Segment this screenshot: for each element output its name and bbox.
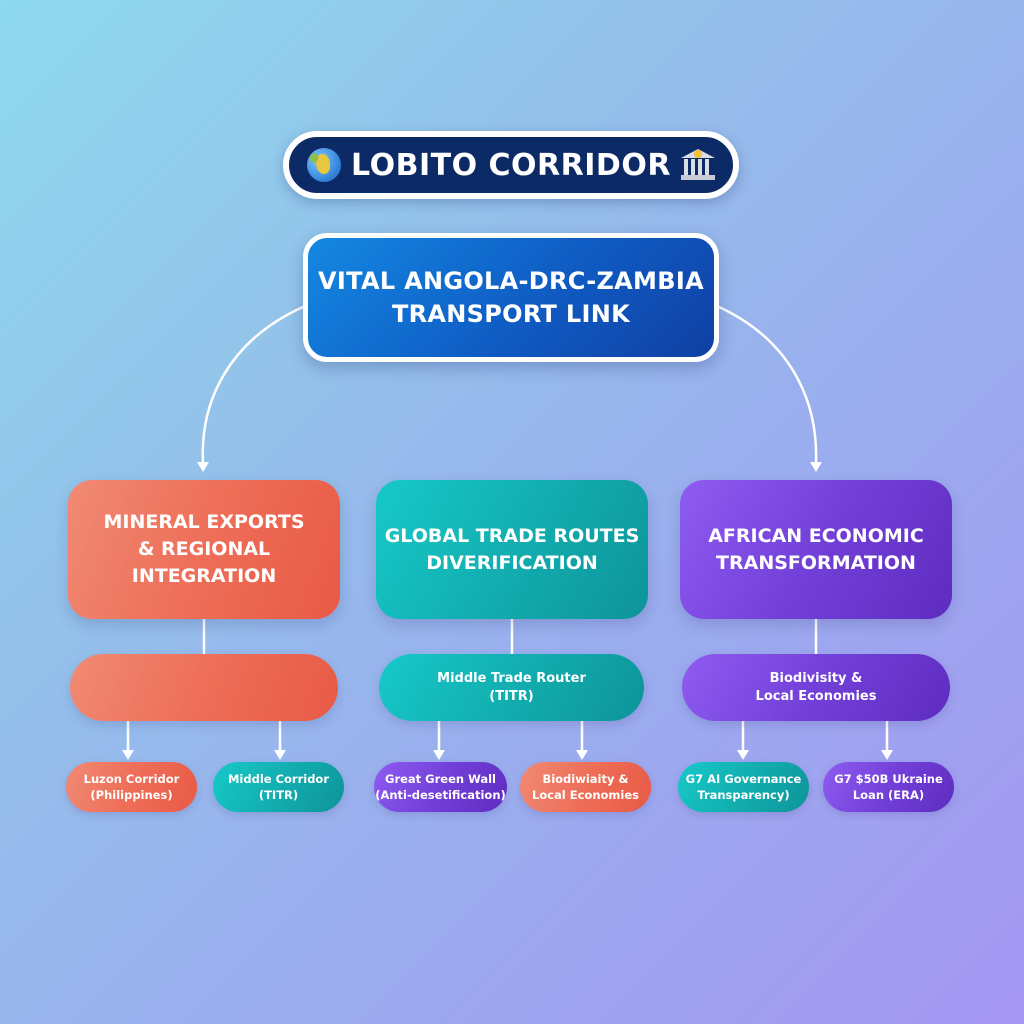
diagram-title: LOBITO CORRIDOR xyxy=(351,147,671,183)
category-label: GLOBAL TRADE ROUTES DIVERIFICATION xyxy=(384,524,640,574)
root-node[interactable]: VITAL ANGOLA-DRC-ZAMBIA TRANSPORT LINK xyxy=(303,233,719,362)
leaf-node-label: Biodiwiaity & Local Economies xyxy=(532,772,639,802)
title-banner: LOBITO CORRIDOR xyxy=(283,131,739,199)
leaf-node-label: G7 AI Governance Transparency) xyxy=(685,772,802,802)
leaf-node-g7-ai-governance[interactable]: G7 AI Governance Transparency) xyxy=(678,762,809,812)
arrowhead-icon xyxy=(197,462,209,472)
leaf-node-label: Great Green Wall (Anti-desetification) xyxy=(375,772,506,802)
curve-left-connector xyxy=(201,305,305,464)
leaf-node-label: G7 $50B Ukraine Loan (ERA) xyxy=(834,772,943,802)
sub-node-label: Biodivisity & Local Economies xyxy=(755,670,877,704)
sub-node-empty[interactable] xyxy=(70,654,338,721)
curve-right-connector xyxy=(717,305,818,464)
root-node-label: VITAL ANGOLA-DRC-ZAMBIA TRANSPORT LINK xyxy=(318,266,704,328)
bank-building-icon xyxy=(680,149,715,181)
category-node-african-economic[interactable]: AFRICAN ECONOMIC TRANSFORMATION xyxy=(680,480,952,619)
sub-node-biodiversity[interactable]: Biodivisity & Local Economies xyxy=(682,654,950,721)
arrowhead-icon xyxy=(274,750,286,760)
leaf-node-biodiversity-local[interactable]: Biodiwiaity & Local Economies xyxy=(520,762,651,812)
category-label: AFRICAN ECONOMIC TRANSFORMATION xyxy=(708,524,924,574)
arrowhead-icon xyxy=(122,750,134,760)
leaf-node-g7-ukraine-loan[interactable]: G7 $50B Ukraine Loan (ERA) xyxy=(823,762,954,812)
sub-node-label: Middle Trade Router (TITR) xyxy=(437,670,586,704)
leaf-node-great-green-wall[interactable]: Great Green Wall (Anti-desetification) xyxy=(374,762,507,812)
arrowhead-icon xyxy=(433,750,445,760)
arrowhead-icon xyxy=(881,750,893,760)
arrowhead-icon xyxy=(737,750,749,760)
category-node-global-trade-routes[interactable]: GLOBAL TRADE ROUTES DIVERIFICATION xyxy=(376,480,648,619)
globe-africa-icon xyxy=(307,148,342,182)
arrowhead-icon xyxy=(576,750,588,760)
leaf-node-middle-corridor[interactable]: Middle Corridor (TITR) xyxy=(213,762,344,812)
sub-node-middle-trade-router[interactable]: Middle Trade Router (TITR) xyxy=(379,654,644,721)
leaf-node-luzon-corridor[interactable]: Luzon Corridor (Philippines) xyxy=(66,762,197,812)
leaf-node-label: Luzon Corridor (Philippines) xyxy=(83,772,180,802)
category-label: MINERAL EXPORTS & REGIONAL INTEGRATION xyxy=(103,511,305,587)
arrowhead-icon xyxy=(810,462,822,472)
leaf-node-label: Middle Corridor (TITR) xyxy=(227,772,330,802)
category-node-mineral-exports[interactable]: MINERAL EXPORTS & REGIONAL INTEGRATION xyxy=(68,480,340,619)
